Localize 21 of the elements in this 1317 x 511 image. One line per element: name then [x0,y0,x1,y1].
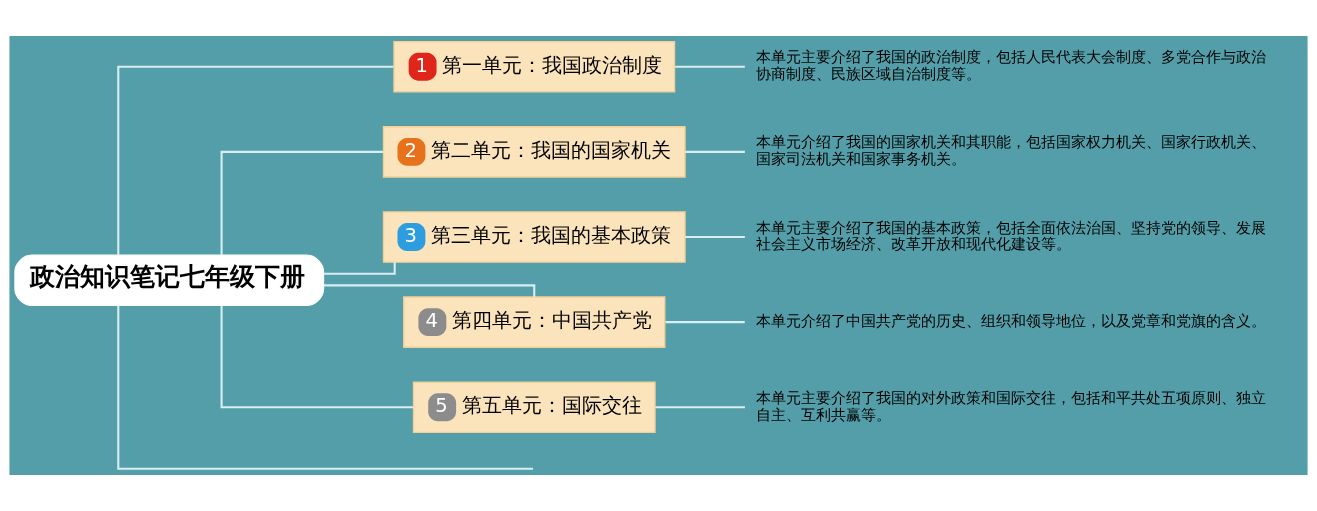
node-box: 3 第三单元：我国的基本政策 [382,211,686,263]
node-box: 1 第一单元：我国政治制度 [393,40,676,93]
connector [117,65,394,255]
node-text: 本单元主要介绍了我国的政治制度，包括人民代表大会制度、多党合作与政治协商制度、民族区域自治制度等。 [756,48,1267,83]
node-box: 4 第四单元：中国共产党 [403,296,666,348]
node-text: 本单元介绍了我国的国家机关和其职能，包括国家权力机关、国家行政机关、国家司法机关和国家事务机关。 [756,133,1267,169]
node-text: 本单元介绍了中国共产党的历史、组织和领导地位，以及党章和党旗的含义。 [756,312,1267,331]
node-text: 本单元主要介绍了我国的基本政策，包括全面依法治国、坚持党的领导、发展社会主义市场经济、改革开放和现代化建设等。 [756,218,1267,254]
connector [675,65,745,68]
connector [220,306,414,409]
connector [323,262,396,275]
node-box: 2 第二单元：我国的国家机关 [382,126,686,178]
node-text: 本单元主要介绍了我国的对外政策和国际交往，包括和平共处五项原则、独立自主、互利共赢等。 [756,388,1267,424]
connector [685,235,745,239]
node-box: 政治知识笔记七年级下册 [14,254,325,307]
connector [655,406,745,409]
connector [665,321,745,324]
connector [220,150,384,255]
node-box: 5 第五单元：国际交往 [412,381,656,434]
connector [685,150,745,153]
connector [323,284,536,298]
